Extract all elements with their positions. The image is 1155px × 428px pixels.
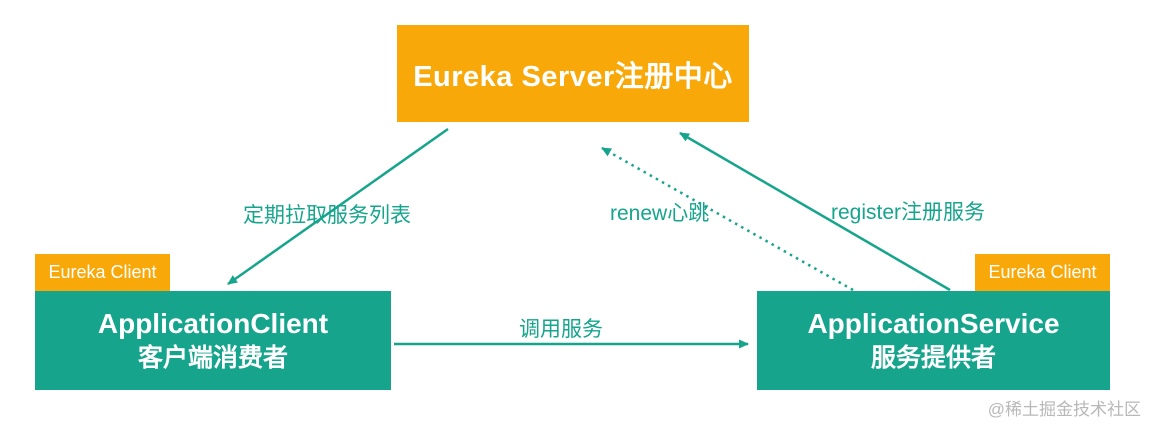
application-client-subtitle: 客户端消费者	[137, 344, 288, 373]
watermark: @稀土掘金技术社区	[987, 400, 1141, 419]
renew-heartbeat-label: renew心跳	[610, 202, 710, 225]
application-client-title: ApplicationClient	[97, 308, 329, 340]
register-service-arrow	[679, 131, 951, 292]
application-service-subtitle: 服务提供者	[870, 344, 996, 373]
eureka-client-tag-right: Eureka Client	[975, 254, 1110, 291]
eureka-server-label: Eureka Server注册中心	[413, 60, 733, 93]
eureka-client-tag-left: Eureka Client	[35, 254, 170, 291]
renew-heartbeat-arrow	[601, 146, 854, 292]
application-service-box: ApplicationService 服务提供者	[757, 291, 1110, 390]
eureka-server-box: Eureka Server注册中心	[397, 25, 749, 122]
eureka-client-tag-left-label: Eureka Client	[48, 262, 157, 282]
pull-services-arrow	[227, 127, 449, 286]
application-client-box: ApplicationClient 客户端消费者	[35, 291, 391, 390]
eureka-client-tag-right-label: Eureka Client	[988, 262, 1097, 282]
application-service-title: ApplicationService	[807, 308, 1060, 340]
register-service-label: register注册服务	[831, 201, 986, 224]
pull-services-label: 定期拉取服务列表	[243, 204, 411, 227]
invoke-service-label: 调用服务	[519, 318, 603, 341]
